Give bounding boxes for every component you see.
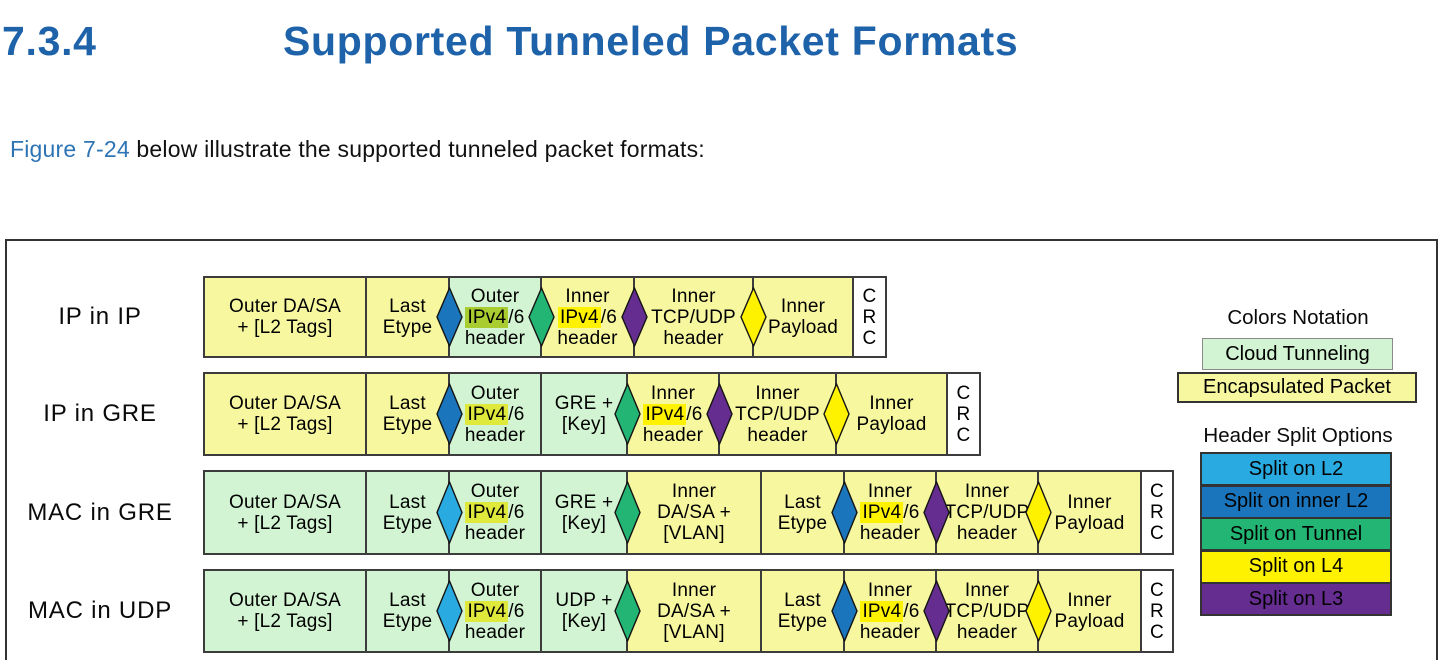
highlighted-text: IPv4: [465, 502, 509, 523]
packet-cell: UDP +[Key]: [540, 569, 628, 653]
figure-border: [5, 239, 1438, 660]
split-diamond-icon: [1024, 580, 1052, 642]
split-diamond-icon: [922, 580, 950, 642]
section-number: 7.3.4: [2, 18, 97, 64]
intro-text: below illustrate the supported tunneled …: [129, 136, 705, 162]
split-diamond-icon: [435, 383, 463, 445]
section-heading: 7.3.4 Supported Tunneled Packet Formats: [2, 18, 1018, 65]
split-diamond-icon: [435, 580, 463, 642]
split-diamond-icon: [830, 580, 858, 642]
split-diamond-icon: [613, 481, 641, 544]
split-diamond-icon: [1024, 481, 1052, 544]
legend-split-item: Split on L3: [1200, 582, 1392, 616]
split-diamond-icon: [435, 287, 463, 347]
highlighted-text: IPv4: [860, 600, 904, 622]
packet-cell: Outer DA/SA+ [L2 Tags]: [203, 372, 367, 456]
row-label: IP in IP: [58, 303, 142, 330]
split-diamond-icon: [739, 287, 767, 347]
split-diamond-icon: [613, 383, 641, 445]
highlighted-text: IPv4: [465, 600, 509, 622]
split-diamond-icon: [822, 383, 850, 445]
row-label: MAC in UDP: [27, 597, 173, 624]
row-label: MAC in GRE: [27, 498, 173, 526]
row-label: IP in GRE: [43, 400, 157, 427]
packet-cell: Outer DA/SA+ [L2 Tags]: [203, 276, 367, 358]
legend-split-item: Split on L2: [1200, 452, 1392, 486]
split-diamond-icon: [613, 580, 641, 642]
header-split-options-title: Header Split Options: [1203, 424, 1393, 447]
highlighted-text: IPv4: [465, 306, 509, 328]
split-diamond-icon: [830, 481, 858, 544]
legend-split-item: Split on Tunnel: [1200, 517, 1392, 551]
packet-cell: Outer DA/SA+ [L2 Tags]: [203, 470, 367, 555]
legend-split-item: Split on inner L2: [1200, 484, 1392, 519]
section-title: Supported Tunneled Packet Formats: [283, 18, 1019, 64]
highlighted-text: IPv4: [860, 502, 904, 523]
split-diamond-icon: [527, 287, 555, 347]
figure-link[interactable]: Figure 7-24: [10, 136, 130, 162]
highlighted-text: IPv4: [557, 306, 601, 328]
colors-notation-title: Colors Notation: [1227, 306, 1369, 329]
legend-color-item: Encapsulated Packet: [1177, 372, 1417, 403]
split-diamond-icon: [620, 287, 648, 347]
legend-color-item: Cloud Tunneling: [1202, 338, 1393, 370]
split-diamond-icon: [435, 481, 463, 544]
split-diamond-icon: [705, 383, 733, 445]
legend-split-item: Split on L4: [1200, 549, 1392, 584]
split-diamond-icon: [922, 481, 950, 544]
highlighted-text: IPv4: [643, 403, 687, 425]
packet-cell: Outer DA/SA+ [L2 Tags]: [203, 569, 367, 653]
intro-paragraph: Figure 7-24 below illustrate the support…: [10, 136, 705, 163]
highlighted-text: IPv4: [465, 403, 509, 425]
packet-cell: GRE +[Key]: [540, 372, 628, 456]
